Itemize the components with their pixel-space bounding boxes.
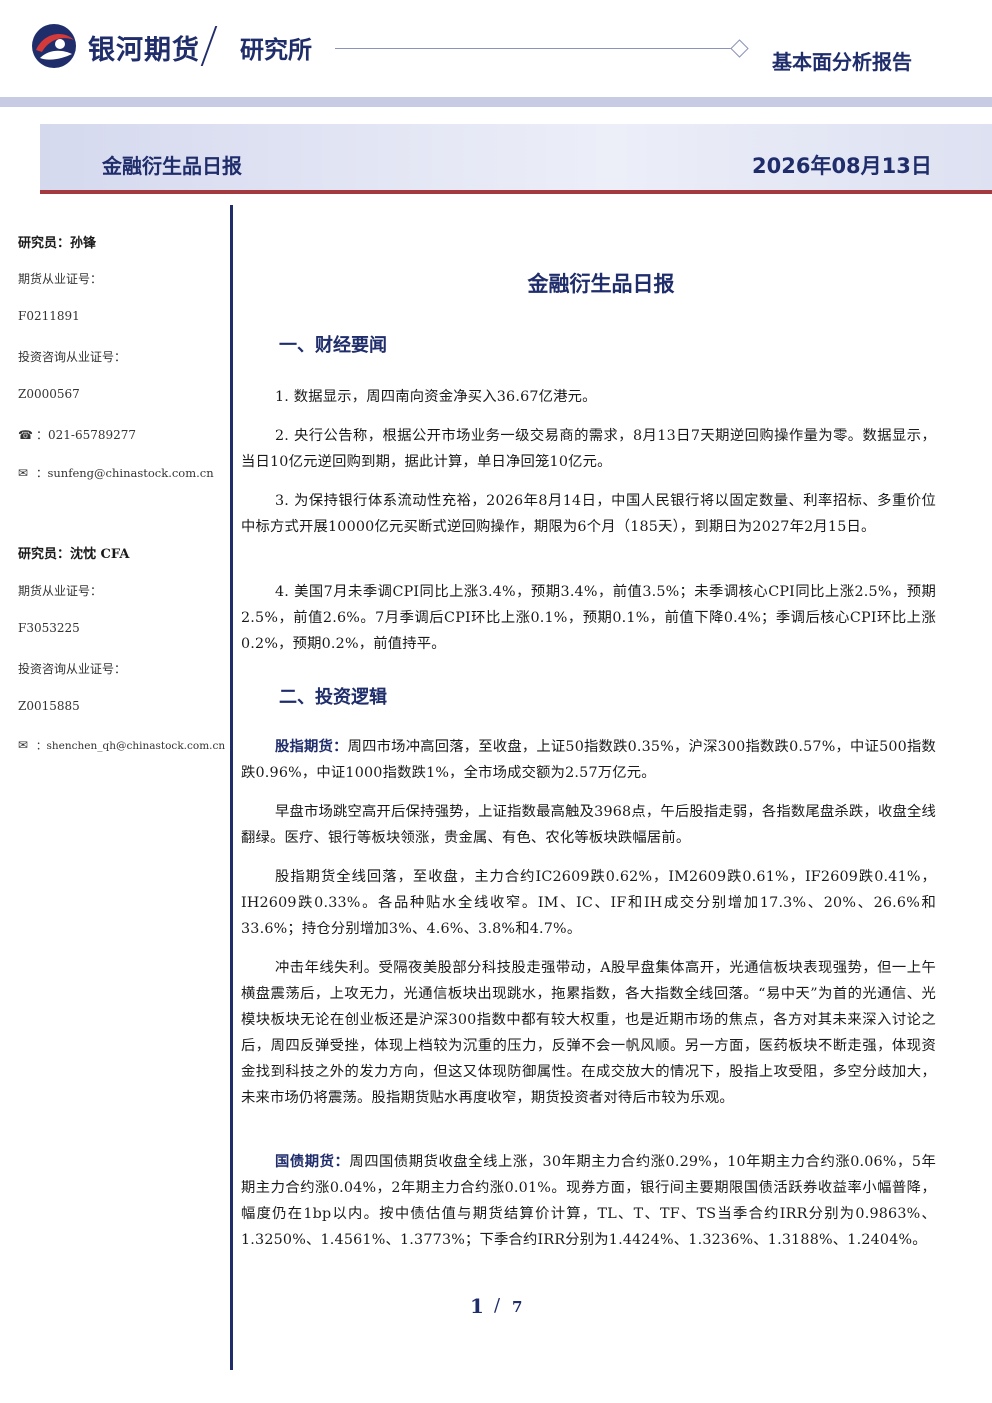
license-number: F0211891 [18, 309, 80, 323]
phone-number: ：021-65789277 [36, 428, 137, 442]
page-total: 7 [512, 1298, 523, 1316]
email-icon: ✉ [18, 466, 29, 480]
license-label: 期货从业证号： [18, 584, 103, 598]
brand-name: 银河期货 [88, 35, 200, 66]
consult-label: 投资咨询从业证号： [18, 350, 127, 364]
report-date: 2026年08月13日 [752, 154, 932, 178]
consult-number: Z0000567 [18, 387, 80, 401]
header-rule [0, 97, 992, 107]
analyst-name: 研究员：孙锋 [18, 236, 97, 251]
analysis-paragraph: 早盘市场跳空高开后保持强势，上证指数最高触及3968点，午后股指走弱，各指数尾盘… [241, 804, 936, 846]
email-row: ✉ ：sunfeng@chinastock.com.cn [18, 465, 214, 481]
analyst-name: 研究员：沈忱 CFA [18, 547, 130, 562]
news-item: 2. 央行公告称，根据公开市场业务一级交易商的需求，8月13日7天期逆回购操作量… [241, 428, 936, 470]
news-item: 3. 为保持银行体系流动性充裕，2026年8月14日，中国人民银行将以固定数量、… [241, 493, 936, 535]
phone-icon: ☎ [18, 428, 33, 442]
brand-divider [200, 26, 218, 66]
page-number: 1 [470, 1294, 484, 1318]
banner-accent-line [40, 190, 992, 194]
paragraph-text: 周四国债期货收盘全线上涨，30年期主力合约涨0.29%，10年期主力合约涨0.0… [241, 1154, 936, 1248]
report-title: 金融衍生品日报 [527, 272, 675, 296]
analysis-paragraph: 股指期货：周四市场冲高回落，至收盘，上证50指数跌0.35%，沪深300指数跌0… [241, 734, 936, 786]
header-decor-line [335, 48, 731, 49]
report-type: 基本面分析报告 [772, 50, 912, 74]
license-label: 期货从业证号： [18, 272, 103, 286]
email-address[interactable]: ：sunfeng@chinastock.com.cn [36, 466, 214, 480]
section-heading: 二、投资逻辑 [279, 687, 387, 708]
consult-label: 投资咨询从业证号： [18, 662, 127, 676]
diamond-icon [730, 39, 749, 58]
galaxy-logo-icon [32, 24, 76, 68]
email-address[interactable]: ：shenchen_qh@chinastock.com.cn [36, 740, 226, 752]
title-banner [40, 124, 992, 193]
news-item: 1. 数据显示，周四南向资金净买入36.67亿港元。 [275, 389, 597, 405]
brand-department: 研究所 [240, 36, 312, 64]
banner-title: 金融衍生品日报 [102, 154, 242, 178]
email-row: ✉ ：shenchen_qh@chinastock.com.cn [18, 738, 225, 753]
section-heading: 一、财经要闻 [279, 335, 387, 356]
phone-row: ☎：021-65789277 [18, 426, 136, 443]
sidebar-divider [230, 205, 233, 1370]
paragraph-lead: 股指期货： [275, 739, 348, 755]
license-number: F3053225 [18, 621, 80, 635]
paragraph-lead: 国债期货： [275, 1154, 350, 1170]
news-item: 4. 美国7月未季调CPI同比上涨3.4%，预期3.4%，前值3.5%；未季调核… [241, 584, 936, 652]
analysis-paragraph: 股指期货全线回落，至收盘，主力合约IC2609跌0.62%，IM2609跌0.6… [241, 869, 936, 937]
page-header: 银河期货 研究所 基本面分析报告 [0, 0, 992, 107]
consult-number: Z0015885 [18, 699, 80, 713]
page-separator: / [494, 1295, 501, 1316]
analysis-paragraph: 国债期货：周四国债期货收盘全线上涨，30年期主力合约涨0.29%，10年期主力合… [241, 1149, 936, 1253]
email-icon: ✉ [18, 738, 29, 752]
analysis-paragraph: 冲击年线失利。受隔夜美股部分科技股走强带动，A股早盘集体高开，光通信板块表现强势… [241, 960, 936, 1106]
paragraph-text: 周四市场冲高回落，至收盘，上证50指数跌0.35%，沪深300指数跌0.57%，… [241, 739, 936, 781]
